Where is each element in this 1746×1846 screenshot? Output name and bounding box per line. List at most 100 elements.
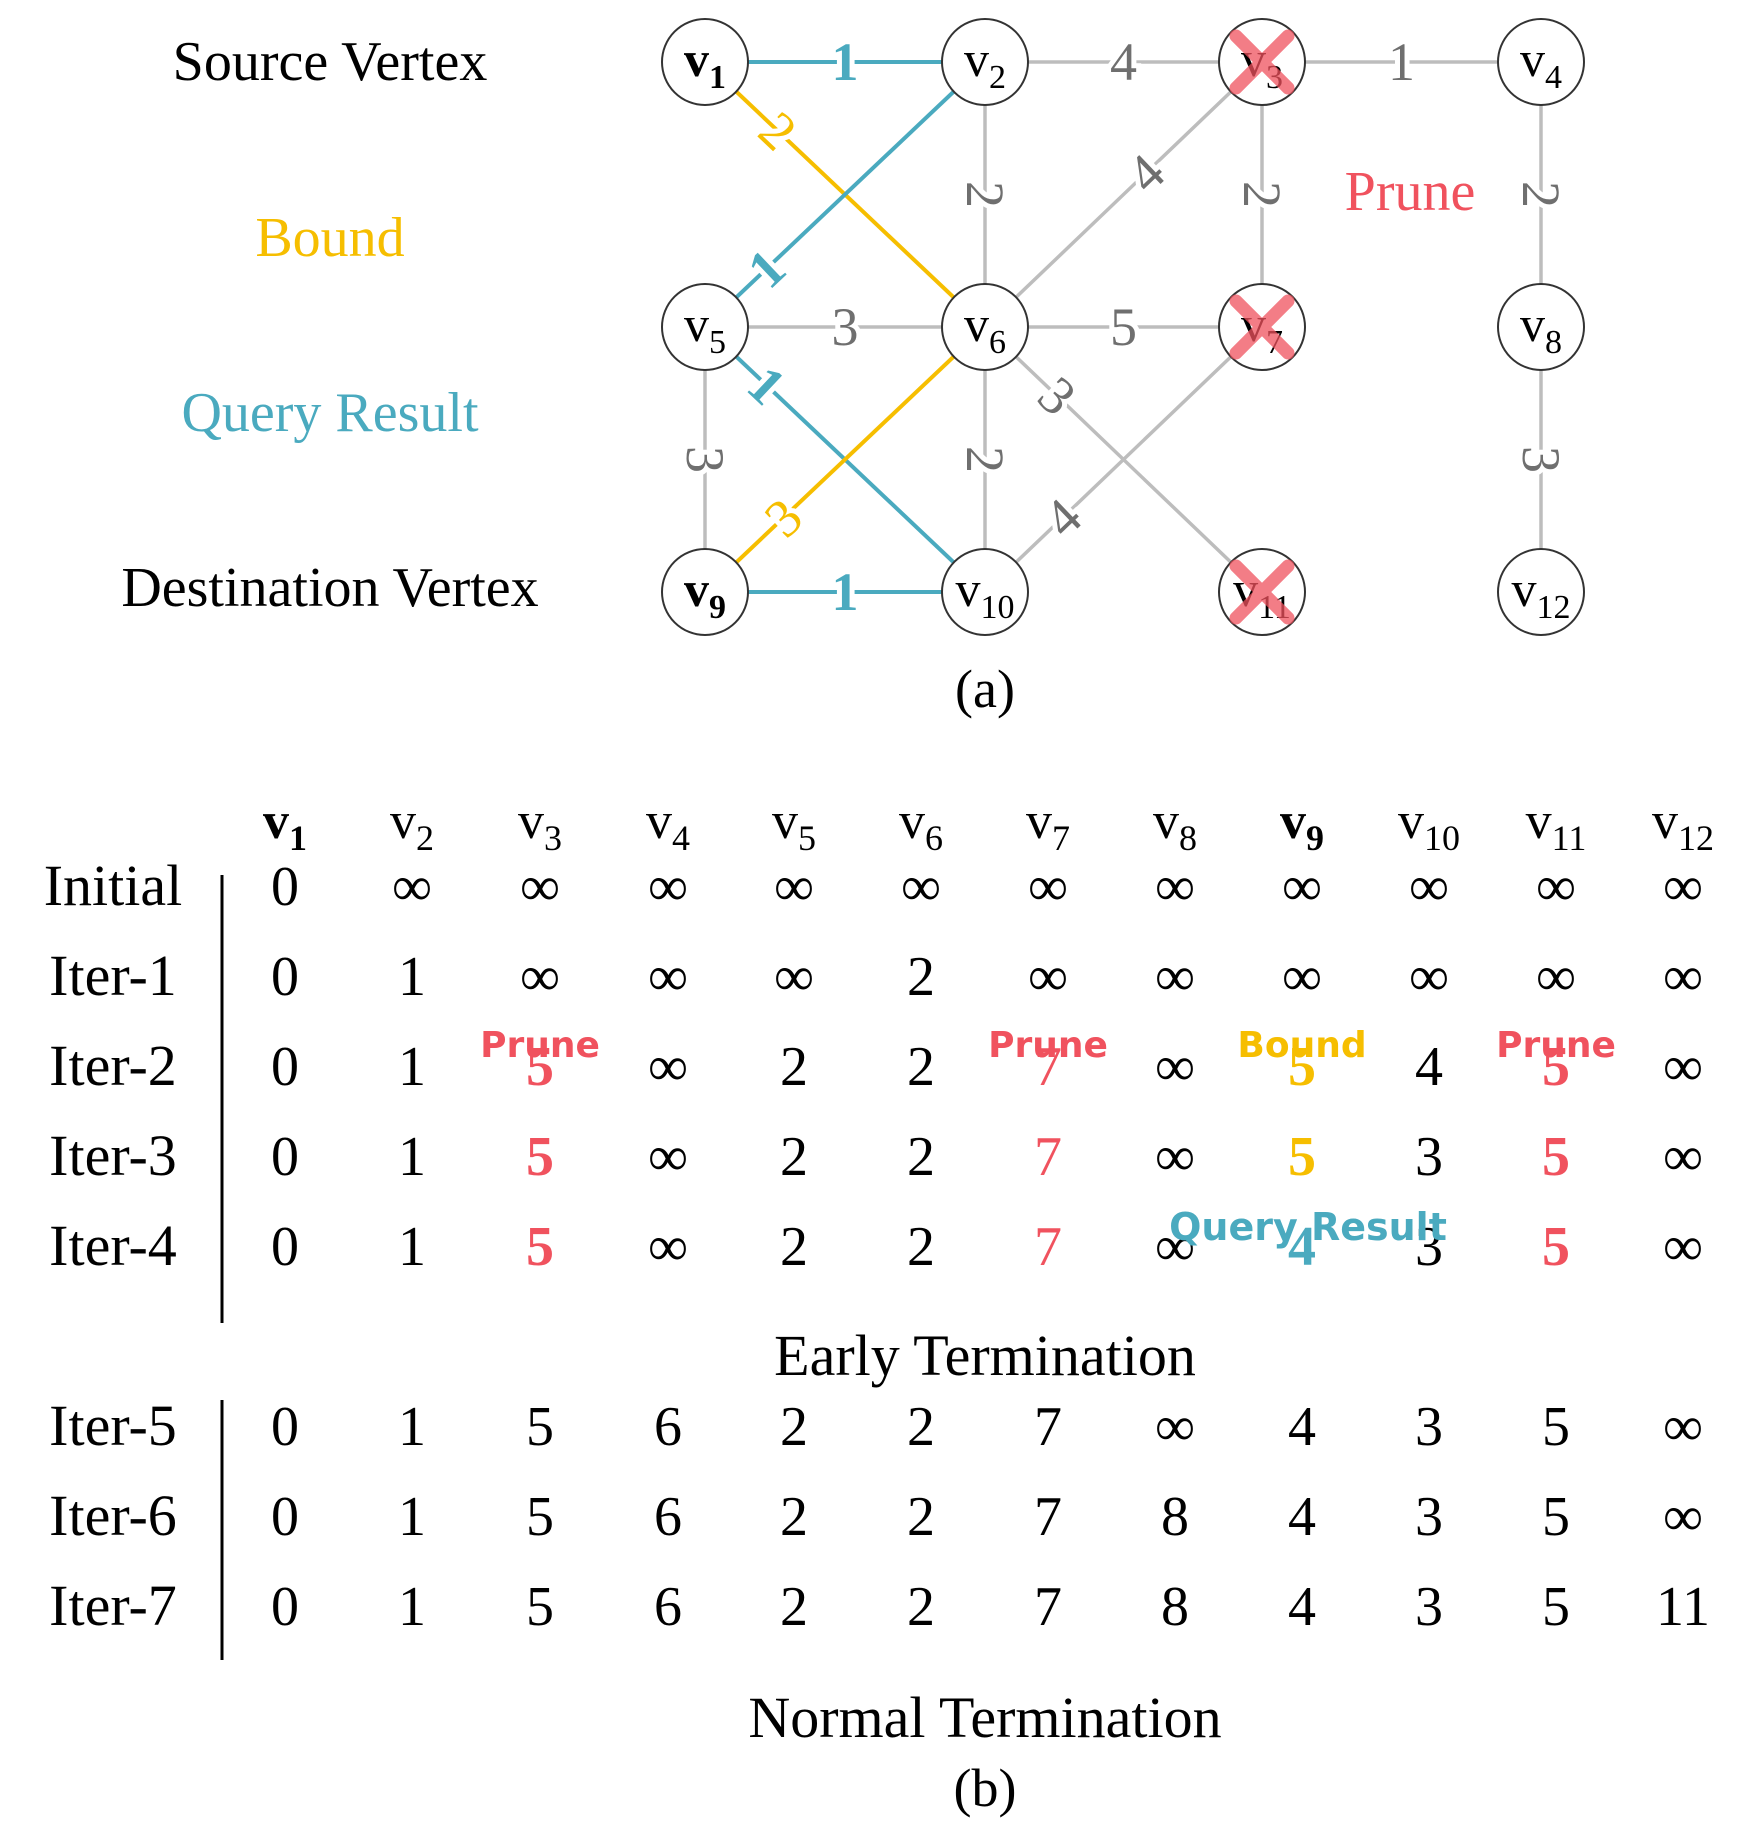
table-cell: 5 xyxy=(1542,1126,1570,1188)
table-cell: 0 xyxy=(271,946,299,1008)
svg-text:v12: v12 xyxy=(1512,561,1571,626)
svg-text:v2: v2 xyxy=(964,31,1006,96)
table-cell: 1 xyxy=(398,1216,426,1278)
edge-v2-v5 xyxy=(703,60,987,329)
table-cell: ∞ xyxy=(648,1126,688,1188)
edge-weight-v2-v3: 4 xyxy=(1105,27,1142,97)
table-cell: ∞ xyxy=(774,856,814,918)
row-label: Iter-5 xyxy=(49,1393,177,1458)
table-cell: 7 xyxy=(1034,1036,1062,1098)
table-cell: 2 xyxy=(780,1576,808,1638)
table-cell: 1 xyxy=(398,1396,426,1458)
edge-weight-v4-v8: 2 xyxy=(1506,176,1576,213)
table-cell: 2 xyxy=(907,1396,935,1458)
table-cell: 0 xyxy=(271,1126,299,1188)
row-label: Iter-3 xyxy=(49,1123,177,1188)
legend-destination-vertex: Destination Vertex xyxy=(121,557,538,619)
table-cell: ∞ xyxy=(648,856,688,918)
table-cell: 7 xyxy=(1034,1576,1062,1638)
table-cell: 6 xyxy=(654,1486,682,1548)
column-header-v4: v4 xyxy=(646,793,690,858)
table-cell: ∞ xyxy=(1282,856,1322,918)
edge-weight-v6-v10: 2 xyxy=(950,441,1020,478)
legend-query-result: Query Result xyxy=(181,382,479,444)
table-cell: 2 xyxy=(780,1126,808,1188)
table-cell: ∞ xyxy=(1663,1036,1703,1098)
table-cell: 5 xyxy=(526,1396,554,1458)
table-cell: 2 xyxy=(780,1396,808,1458)
table-cell: ∞ xyxy=(1155,1396,1195,1458)
svg-text:v8: v8 xyxy=(1520,296,1562,361)
edge-v3-v6 xyxy=(983,60,1264,329)
table-cell: 2 xyxy=(907,1216,935,1278)
vertex-v5: v5 xyxy=(661,283,749,371)
vertex-v12: v12 xyxy=(1497,548,1585,636)
early-termination-label: Early Termination xyxy=(774,1323,1196,1388)
edge-weight-v1-v2: 1 xyxy=(827,27,864,97)
table-cell: 5 xyxy=(526,1576,554,1638)
svg-text:5: 5 xyxy=(1110,297,1137,357)
vertex-v4: v4 xyxy=(1497,18,1585,106)
table-cell: 5 xyxy=(1542,1036,1570,1098)
table-cell: 3 xyxy=(1415,1126,1443,1188)
svg-text:v6: v6 xyxy=(964,296,1006,361)
column-header-v8: v8 xyxy=(1153,793,1197,858)
vertex-v7: v7 xyxy=(1218,283,1306,371)
svg-text:2: 2 xyxy=(1511,181,1571,208)
column-header-v12: v12 xyxy=(1652,793,1714,858)
svg-text:1: 1 xyxy=(1388,32,1415,92)
table-cell: 7 xyxy=(1034,1126,1062,1188)
table-cell: 7 xyxy=(1034,1216,1062,1278)
svg-text:4: 4 xyxy=(1110,32,1137,92)
row-label: Iter-1 xyxy=(49,943,177,1008)
table-cell: 3 xyxy=(1415,1396,1443,1458)
table-cell: 2 xyxy=(907,1126,935,1188)
table-cell: ∞ xyxy=(1663,1396,1703,1458)
normal-termination-label: Normal Termination xyxy=(748,1685,1221,1750)
svg-text:v5: v5 xyxy=(684,296,726,361)
table-cell: 5 xyxy=(1542,1216,1570,1278)
annotation-prune-v3: Prune xyxy=(480,1025,600,1066)
svg-text:3: 3 xyxy=(832,297,859,357)
column-header-v9: v9 xyxy=(1280,793,1324,858)
table-cell: ∞ xyxy=(520,946,560,1008)
svg-text:1: 1 xyxy=(832,32,859,92)
legend-bound: Bound xyxy=(255,207,404,269)
row-label: Iter-2 xyxy=(49,1033,177,1098)
svg-text:v10: v10 xyxy=(956,561,1015,626)
table-cell: ∞ xyxy=(648,946,688,1008)
svg-text:v9: v9 xyxy=(684,561,726,626)
annotation-query-result-v9: Query Result xyxy=(1169,1205,1447,1249)
vertex-v11: v11 xyxy=(1218,548,1306,636)
prune-mark-v7 xyxy=(1229,294,1295,360)
table-cell: ∞ xyxy=(901,856,941,918)
table-cell: 4 xyxy=(1288,1216,1316,1278)
vertex-v9: v9 xyxy=(661,548,749,636)
table-cell: ∞ xyxy=(1409,946,1449,1008)
column-header-v2: v2 xyxy=(390,793,434,858)
table-cell: 3 xyxy=(1415,1216,1443,1278)
svg-text:3: 3 xyxy=(1511,446,1571,473)
table-cell: 5 xyxy=(526,1486,554,1548)
table-cell: ∞ xyxy=(520,856,560,918)
table-cell: ∞ xyxy=(1663,1486,1703,1548)
table-cell: 5 xyxy=(1288,1036,1316,1098)
table-cell: ∞ xyxy=(1409,856,1449,918)
vertex-v8: v8 xyxy=(1497,283,1585,371)
table-cell: 11 xyxy=(1656,1576,1710,1638)
svg-text:2: 2 xyxy=(955,446,1015,473)
column-header-v3: v3 xyxy=(518,793,562,858)
svg-text:1: 1 xyxy=(832,562,859,622)
edge-weight-v8-v12: 3 xyxy=(1506,441,1576,478)
annotation-bound-v9: Bound xyxy=(1237,1025,1366,1066)
